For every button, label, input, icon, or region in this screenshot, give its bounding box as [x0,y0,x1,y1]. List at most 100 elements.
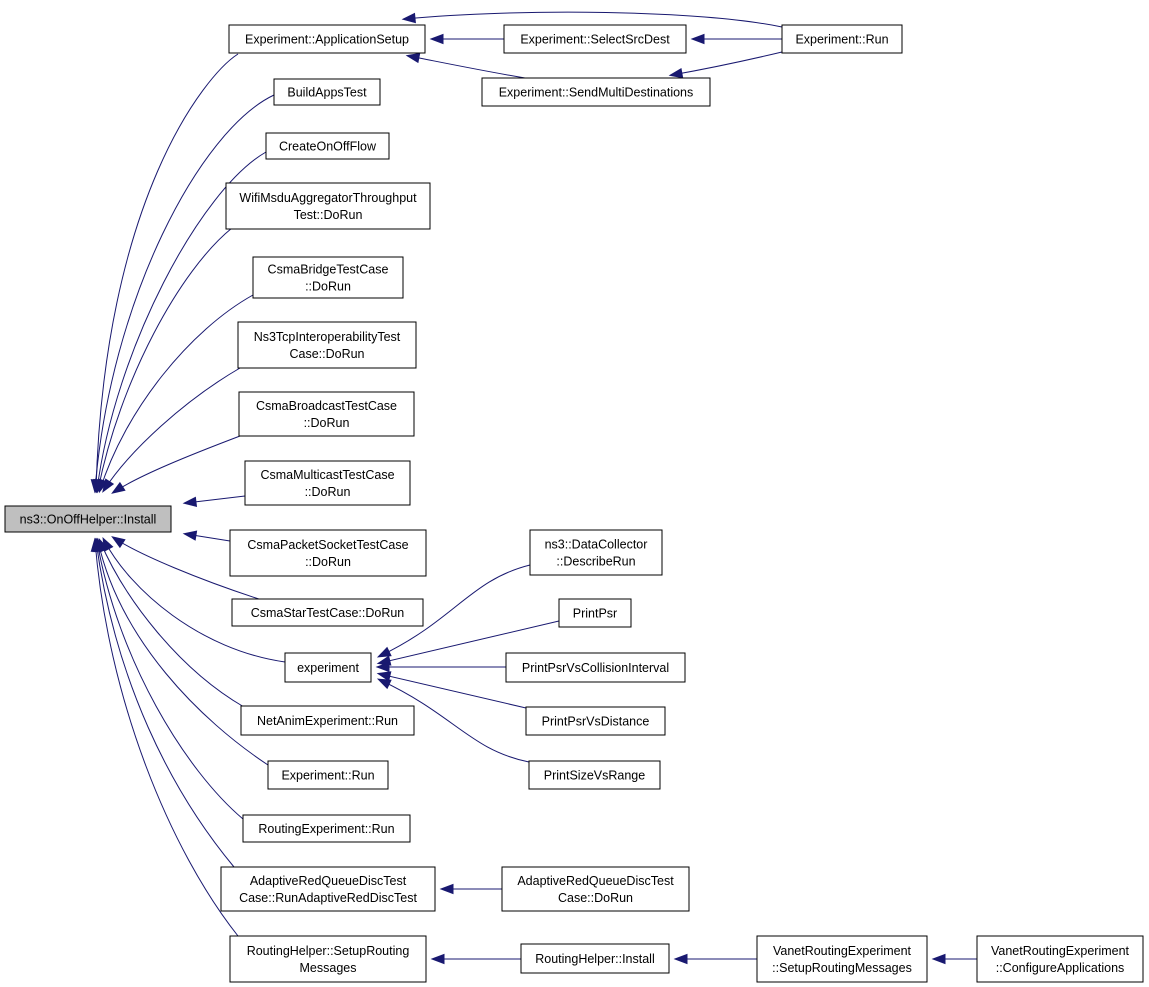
node-vanetsetup[interactable]: VanetRoutingExperiment::SetupRoutingMess… [756,935,928,983]
node-csmapacket[interactable]: CsmaPacketSocketTestCase::DoRun [229,529,427,577]
edge-netanim-to-root [98,537,245,708]
edge-line [408,55,526,79]
node-label: NetAnimExperiment::Run [257,714,398,728]
edge-routingexp-to-root [93,537,244,820]
node-label: RoutingHelper::Install [535,952,655,966]
node-box[interactable] [220,866,436,912]
node-box[interactable] [284,652,372,683]
node-label: ::DoRun [304,416,350,430]
arrowhead [182,530,198,541]
node-box[interactable] [756,935,928,983]
edge-printsize-to-experiment [376,678,530,763]
node-printpsr[interactable]: PrintPsr [558,598,632,628]
node-box[interactable] [228,24,426,54]
node-box[interactable] [976,935,1144,983]
node-onoffflow[interactable]: CreateOnOffFlow [265,132,390,160]
edge-line [379,564,531,657]
node-csmabridge[interactable]: CsmaBridgeTestCase::DoRun [252,256,404,299]
edge-wifimsdu-to-root [94,227,233,494]
node-label: PrintPsr [573,607,617,621]
edge-ns3tcp-to-root [102,367,241,493]
node-adaptivered[interactable]: AdaptiveRedQueueDiscTestCase::RunAdaptiv… [220,866,436,912]
node-label: CsmaPacketSocketTestCase [247,538,408,552]
node-box[interactable] [558,598,632,628]
node-label: Case::DoRun [558,891,633,905]
node-csmastar[interactable]: CsmaStarTestCase::DoRun [231,598,424,627]
node-netanim[interactable]: NetAnimExperiment::Run [240,705,415,736]
edge-line [99,540,245,708]
node-csmamcast[interactable]: CsmaMulticastTestCase::DoRun [244,460,411,506]
node-vanetconfig[interactable]: VanetRoutingExperiment::ConfigureApplica… [976,935,1144,983]
node-routinghelper[interactable]: RoutingHelper::SetupRoutingMessages [229,935,427,983]
node-label: BuildAppsTest [287,86,367,100]
node-box[interactable] [240,705,415,736]
arrowhead [673,953,688,965]
node-buildapps[interactable]: BuildAppsTest [273,78,381,106]
node-routingexp[interactable]: RoutingExperiment::Run [242,814,411,843]
node-box[interactable] [252,256,404,299]
node-box[interactable] [242,814,411,843]
edge-datacollector-to-experiment [376,564,531,658]
node-selectsrc[interactable]: Experiment::SelectSrcDest [503,24,687,54]
node-box[interactable] [481,77,711,107]
arrowhead [90,537,102,552]
node-sendmulti[interactable]: Experiment::SendMultiDestinations [481,77,711,107]
node-box[interactable] [525,706,666,736]
node-box[interactable] [265,132,390,160]
edge-line [379,673,527,709]
node-label: AdaptiveRedQueueDiscTest [250,874,407,888]
node-box[interactable] [244,460,411,506]
node-box[interactable] [501,866,690,912]
node-box[interactable] [267,760,389,790]
node-printpsrci[interactable]: PrintPsrVsCollisionInterval [505,652,686,683]
edge-line [99,294,254,491]
arrowhead [111,481,126,494]
node-box[interactable] [529,529,663,576]
node-exprun2[interactable]: Experiment::Run [267,760,389,790]
edge-vanetconfig-to-vanetsetup [931,953,977,965]
node-box[interactable] [4,505,172,533]
edge-line [94,94,275,491]
node-box[interactable] [225,182,431,230]
node-box[interactable] [505,652,686,683]
node-box[interactable] [238,391,415,437]
node-box[interactable] [237,321,417,369]
node-rhinstall[interactable]: RoutingHelper::Install [520,943,670,974]
node-label: Experiment::Run [795,33,888,47]
edge-printpsrdist-to-experiment [376,671,527,709]
edge-line [96,151,267,491]
node-box[interactable] [528,760,661,790]
node-box[interactable] [231,598,424,627]
arrowhead [376,646,392,658]
node-printpsrdist[interactable]: PrintPsrVsDistance [525,706,666,736]
node-box[interactable] [229,529,427,577]
edge-line [103,367,241,491]
node-csmabcast[interactable]: CsmaBroadcastTestCase::DoRun [238,391,415,437]
arrowhead [429,33,444,45]
edge-adaptivedorun-to-adaptivered [439,883,502,895]
node-label: ::DoRun [305,555,351,569]
node-printsize[interactable]: PrintSizeVsRange [528,760,661,790]
edge-printpsrci-to-experiment [375,661,506,673]
node-label: Experiment::ApplicationSetup [245,33,409,47]
node-appsetup[interactable]: Experiment::ApplicationSetup [228,24,426,54]
nodes-layer: ns3::OnOffHelper::Install Experiment::App… [4,24,1144,983]
node-datacollector[interactable]: ns3::DataCollector::DescribeRun [529,529,663,576]
edge-csmastar-to-root [111,536,263,601]
edge-csmabridge-to-root [98,294,254,494]
edge-exprun1-to-appsetup [401,11,783,28]
node-exprun1[interactable]: Experiment::Run [781,24,903,54]
node-box[interactable] [503,24,687,54]
node-box[interactable] [520,943,670,974]
node-box[interactable] [781,24,903,54]
node-label: PrintSizeVsRange [544,769,645,783]
node-box[interactable] [273,78,381,106]
node-experiment[interactable]: experiment [284,652,372,683]
edge-line [94,540,239,937]
node-root[interactable]: ns3::OnOffHelper::Install [4,505,172,533]
node-box[interactable] [229,935,427,983]
node-label: Case::DoRun [289,347,364,361]
